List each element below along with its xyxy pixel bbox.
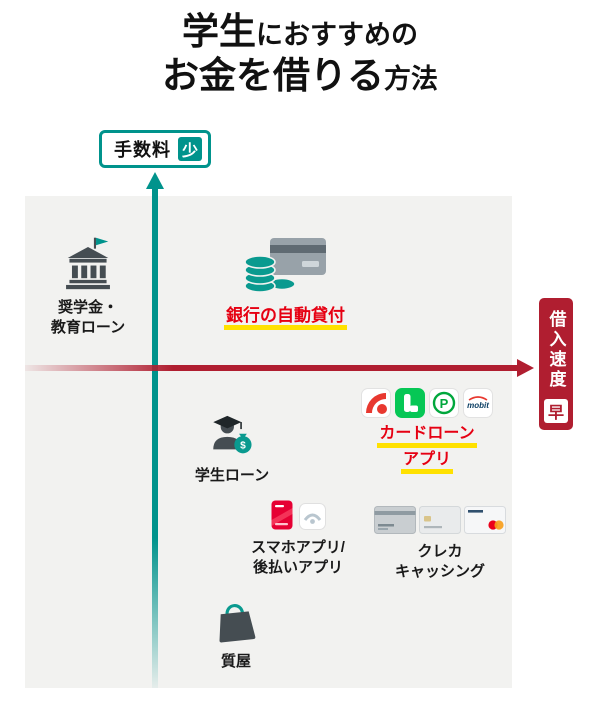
item-label: 奨学金・ 教育ローン: [50, 299, 126, 337]
title-text-1: におすすめの: [256, 20, 418, 50]
loan-app-icon-red-fan: [361, 388, 391, 418]
wallet-app-icon: [298, 503, 326, 535]
item-label: 学生ローン: [194, 467, 270, 484]
item-smartphone-apps: スマホアプリ/ 後払いアプリ: [243, 500, 353, 579]
credit-card-icon-2: [419, 506, 461, 539]
title-emphasis-1: 学生: [182, 11, 256, 52]
page-title: 学生におすすめの お金を借りる方法: [0, 10, 600, 97]
y-axis-badge-value: 少: [178, 137, 202, 161]
x-axis-arrow-icon: [517, 359, 534, 377]
y-axis-badge: 手数料 少: [99, 130, 211, 168]
app-icons-row: P mobit: [361, 388, 493, 418]
item-scholarship-loan: 奨学金・ 教育ローン: [36, 236, 140, 339]
shopping-bag-icon: [211, 594, 261, 649]
credit-card-icon-1: [374, 506, 416, 539]
title-text-2: 方法: [384, 63, 438, 94]
item-label: クレカ キャッシング: [394, 543, 485, 581]
graduate-money-icon: $: [207, 408, 257, 463]
item-pawn-shop: 質屋: [204, 594, 268, 672]
item-student-loan: $ 学生ローン: [182, 408, 282, 486]
x-axis-badge-value: 早: [544, 399, 568, 423]
svg-text:$: $: [240, 441, 246, 452]
title-emphasis-2: お金を借りる: [162, 54, 384, 96]
pay-later-card-app-icon: [271, 500, 293, 535]
svg-text:P: P: [440, 396, 449, 411]
page-title-line1: 学生におすすめの: [0, 10, 600, 54]
item-label-highlighted: 銀行の自動貸付: [224, 303, 347, 331]
y-axis-line: [152, 188, 158, 688]
item-card-loan-apps: P mobit カードローン アプリ: [352, 388, 502, 474]
y-axis-label: 手数料: [114, 140, 171, 160]
phone-app-icons-row: [271, 500, 326, 535]
item-label: スマホアプリ/ 後払いアプリ: [251, 539, 345, 577]
page-title-line2: お金を借りる方法: [0, 54, 600, 98]
item-label: 質屋: [220, 653, 251, 670]
credit-card-icon-mastercard: [464, 506, 506, 539]
item-label-highlighted: カードローン アプリ: [377, 422, 477, 474]
x-axis-line: [25, 365, 519, 371]
loan-app-icon-promise: P: [429, 388, 459, 418]
loan-app-icon-line: [395, 388, 425, 418]
x-axis-badge: 借入速度 早: [539, 298, 573, 430]
item-credit-card-cashing: クレカ キャッシング: [372, 506, 508, 583]
y-axis-arrow-icon: [146, 172, 164, 189]
credit-cards-row: [374, 506, 506, 539]
coins-card-icon: [242, 234, 330, 299]
svg-text:mobit: mobit: [467, 401, 489, 410]
loan-app-icon-mobit: mobit: [463, 388, 493, 418]
x-axis-label: 借入速度: [546, 310, 566, 390]
bank-building-icon: [61, 236, 115, 295]
item-bank-auto-lending: 銀行の自動貸付: [203, 234, 368, 331]
